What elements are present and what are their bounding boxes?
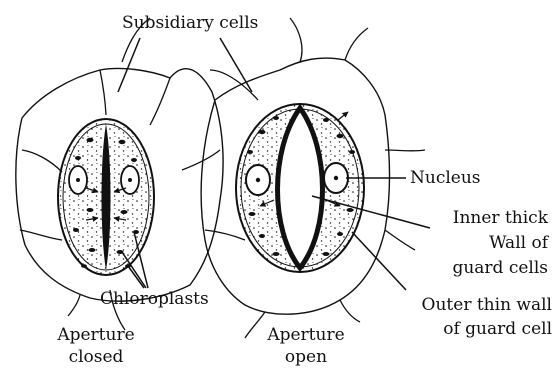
open-nucleolus [256, 178, 260, 182]
leader-subsidiary-right [220, 38, 252, 92]
label-inner-wall-1: Inner thick [453, 208, 549, 228]
leader-chloroplasts-c [128, 266, 144, 288]
label-aperture-open-2: open [285, 347, 327, 367]
closed-stoma [16, 18, 223, 330]
label-chloroplasts: Chloroplasts [100, 289, 209, 309]
leader-outer-wall [352, 232, 406, 290]
closed-cell-wall [100, 70, 106, 115]
label-aperture-closed-1: Aperture [56, 325, 134, 345]
open-cell-wall [385, 150, 425, 151]
closed-cell-wall [20, 230, 62, 240]
label-nucleus: Nucleus [410, 168, 481, 188]
open-cell-wall [340, 300, 360, 322]
open-cell-wall [245, 312, 265, 338]
open-cell-wall [205, 230, 245, 240]
label-aperture-closed-2: closed [69, 347, 124, 367]
label-outer-wall-1: Outer thin wall [422, 295, 552, 315]
label-aperture-open-1: Aperture [266, 325, 344, 345]
open-cell-wall [290, 18, 302, 62]
closed-nucleolus [76, 178, 80, 182]
closed-cell-wall [150, 78, 170, 125]
open-cell-wall [385, 230, 415, 250]
open-cell-wall [345, 28, 368, 60]
label-inner-wall-3: guard cells [452, 258, 548, 278]
open-nucleolus [334, 176, 338, 180]
label-subsidiary-cells: Subsidiary cells [122, 13, 258, 33]
closed-cell-wall [182, 150, 220, 170]
label-inner-wall-2: Wall of [489, 233, 550, 253]
open-cell-wall [210, 70, 258, 100]
closed-cell-wall [68, 295, 80, 316]
closed-cell-wall [22, 150, 62, 172]
label-outer-wall-2: of guard cell [443, 319, 552, 339]
closed-nucleolus [128, 178, 132, 182]
